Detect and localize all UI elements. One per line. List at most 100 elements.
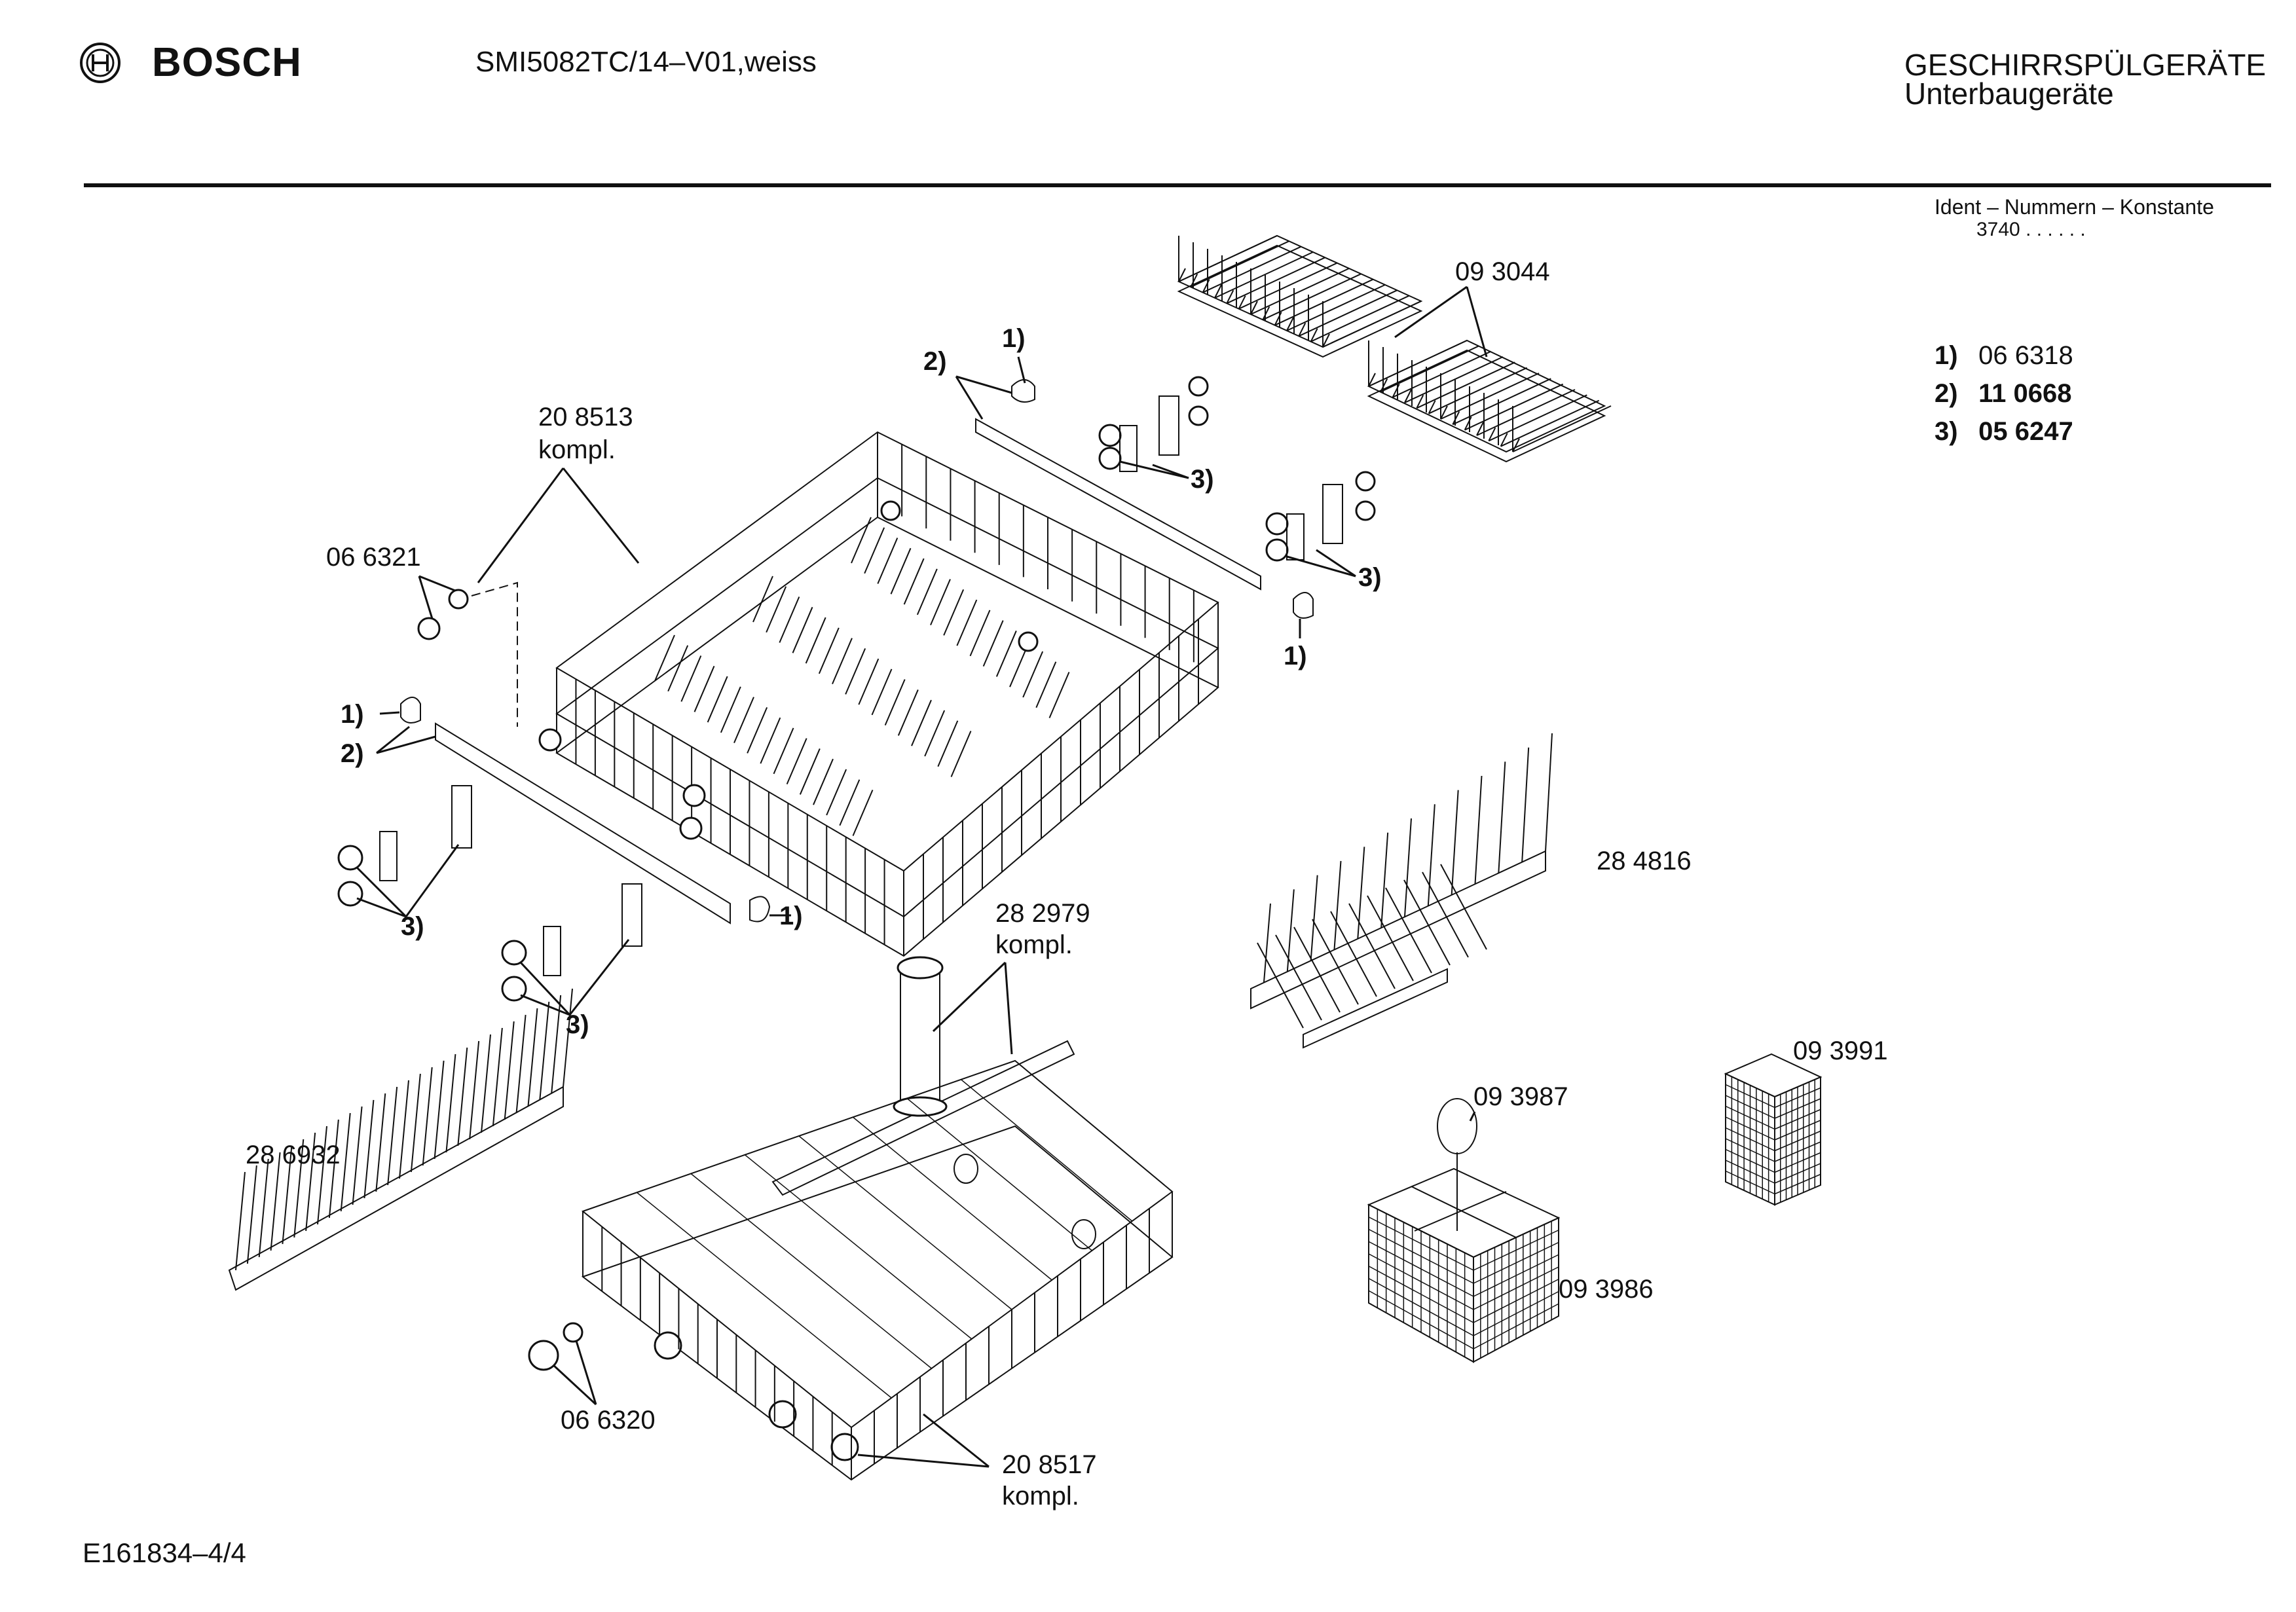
line-art-stroke bbox=[707, 676, 728, 723]
brand-name: BOSCH bbox=[152, 40, 302, 85]
label-284816: 28 4816 bbox=[1597, 847, 1692, 875]
spray-arm-282979 bbox=[771, 956, 1075, 1196]
line-art-stroke bbox=[1202, 246, 1302, 293]
line-art-stroke bbox=[1725, 1084, 1775, 1108]
leader-066320-b bbox=[575, 1340, 597, 1405]
leader-208513-a bbox=[477, 467, 565, 583]
line-art-stroke bbox=[563, 988, 573, 1088]
line-art-stroke bbox=[445, 1053, 456, 1153]
leader-c3-right-a bbox=[1286, 555, 1356, 577]
line-art-stroke bbox=[813, 758, 834, 805]
line-art-stroke bbox=[1452, 378, 1551, 426]
line-art-stroke bbox=[733, 697, 754, 743]
line-art-stroke bbox=[1774, 1087, 1821, 1108]
line-art-stroke bbox=[293, 1139, 305, 1238]
line-art-stroke bbox=[504, 1021, 515, 1120]
line-art-stroke bbox=[1226, 289, 1234, 304]
line-art-stroke bbox=[1262, 306, 1270, 320]
line-art-stroke bbox=[1190, 273, 1198, 287]
leader-208517-b bbox=[923, 1413, 990, 1468]
line-art-stroke bbox=[469, 1040, 480, 1140]
line-art-stroke bbox=[1476, 422, 1484, 436]
reference-key: 2) bbox=[1935, 379, 1958, 408]
line-art-stroke bbox=[527, 1008, 538, 1107]
label-208513: 20 8513 bbox=[538, 403, 633, 431]
line-art-stroke bbox=[515, 1014, 527, 1114]
callout-1-right: 1) bbox=[1284, 642, 1307, 670]
line-art-stroke bbox=[906, 1097, 1092, 1251]
line-art-stroke bbox=[1725, 1138, 1775, 1162]
line-art-stroke bbox=[1774, 1108, 1821, 1130]
label-208513-kompl: kompl. bbox=[538, 435, 616, 464]
label-093987: 09 3987 bbox=[1473, 1082, 1568, 1111]
leader-066321-a bbox=[418, 576, 434, 619]
line-art-stroke bbox=[1214, 284, 1222, 299]
line-art-stroke bbox=[720, 686, 741, 733]
line-art-stroke bbox=[1022, 651, 1044, 698]
clip-1-right bbox=[1293, 592, 1314, 619]
line-art-stroke bbox=[924, 710, 946, 757]
leader-093044-a bbox=[1394, 285, 1468, 339]
leader-c2-left-b bbox=[376, 735, 436, 754]
callout-3-top: 3) bbox=[1191, 465, 1214, 494]
ident-heading: Ident – Nummern – Konstante bbox=[1935, 195, 2214, 219]
line-art-stroke bbox=[1333, 860, 1342, 950]
line-art-stroke bbox=[694, 665, 715, 712]
line-art-stroke bbox=[1286, 284, 1386, 331]
line-art-stroke bbox=[1293, 926, 1341, 1013]
line-art-stroke bbox=[1416, 361, 1515, 409]
line-art-stroke bbox=[1488, 394, 1587, 442]
line-art-stroke bbox=[1274, 312, 1282, 326]
line-art-stroke bbox=[1392, 350, 1492, 398]
line-art-stroke bbox=[1725, 1116, 1775, 1141]
line-art-stroke bbox=[890, 547, 912, 595]
line-art-stroke bbox=[282, 1145, 293, 1245]
upper-basket-208513 bbox=[538, 431, 1219, 957]
line-art-stroke bbox=[1774, 1098, 1821, 1119]
wheel-066320-a bbox=[528, 1340, 559, 1371]
callout-1-left: 1) bbox=[341, 700, 364, 729]
line-art-stroke bbox=[1774, 1173, 1821, 1195]
callout-1-top: 1) bbox=[1002, 324, 1026, 353]
dash-guide bbox=[471, 581, 518, 727]
line-art-stroke bbox=[852, 790, 874, 836]
line-art-stroke bbox=[1488, 427, 1496, 441]
line-art-stroke bbox=[1404, 818, 1412, 917]
fold-rack-284816 bbox=[1250, 733, 1553, 1049]
line-art-stroke bbox=[1348, 903, 1396, 989]
bosch-logo-icon bbox=[80, 42, 120, 83]
line-art-stroke bbox=[1411, 1186, 1517, 1238]
brand: BOSCH bbox=[79, 39, 302, 86]
leader-c3-mid-b bbox=[520, 994, 570, 1016]
category-title: GESCHIRRSPÜLGERÄTE bbox=[1904, 48, 2267, 82]
line-art-stroke bbox=[1257, 942, 1304, 1029]
wheel-066320-b bbox=[563, 1322, 583, 1343]
line-art-stroke bbox=[851, 517, 872, 564]
line-art-stroke bbox=[1416, 394, 1424, 409]
line-art-stroke bbox=[1725, 1105, 1775, 1130]
line-art-stroke bbox=[786, 738, 807, 785]
line-art-stroke bbox=[690, 1173, 932, 1369]
line-art-stroke bbox=[1404, 389, 1412, 403]
line-art-stroke bbox=[457, 1047, 468, 1146]
line-art-stroke bbox=[1464, 383, 1564, 431]
line-art-stroke bbox=[1367, 895, 1414, 981]
line-art-stroke bbox=[1473, 1266, 1559, 1310]
leader-c3-left-b bbox=[356, 897, 407, 918]
line-art-stroke bbox=[1512, 438, 1520, 452]
reference-list: 1) 06 6318 2) 11 0668 3) 05 6247 bbox=[1935, 337, 2073, 450]
line-art-stroke bbox=[745, 1154, 972, 1340]
label-093044: 09 3044 bbox=[1455, 257, 1550, 286]
leader-066320-a bbox=[552, 1364, 597, 1406]
reference-number: 06 6318 bbox=[1978, 341, 2073, 370]
leader-c3-mid-c bbox=[568, 939, 630, 1016]
leader-093044-b bbox=[1466, 286, 1488, 357]
line-art-stroke bbox=[930, 579, 951, 625]
line-art-stroke bbox=[839, 779, 861, 826]
leader-208517-a bbox=[857, 1454, 990, 1468]
line-art-stroke bbox=[422, 1067, 433, 1166]
header-rule bbox=[84, 183, 2271, 187]
callout-2-top: 2) bbox=[923, 347, 947, 376]
line-art-stroke bbox=[1310, 875, 1318, 961]
